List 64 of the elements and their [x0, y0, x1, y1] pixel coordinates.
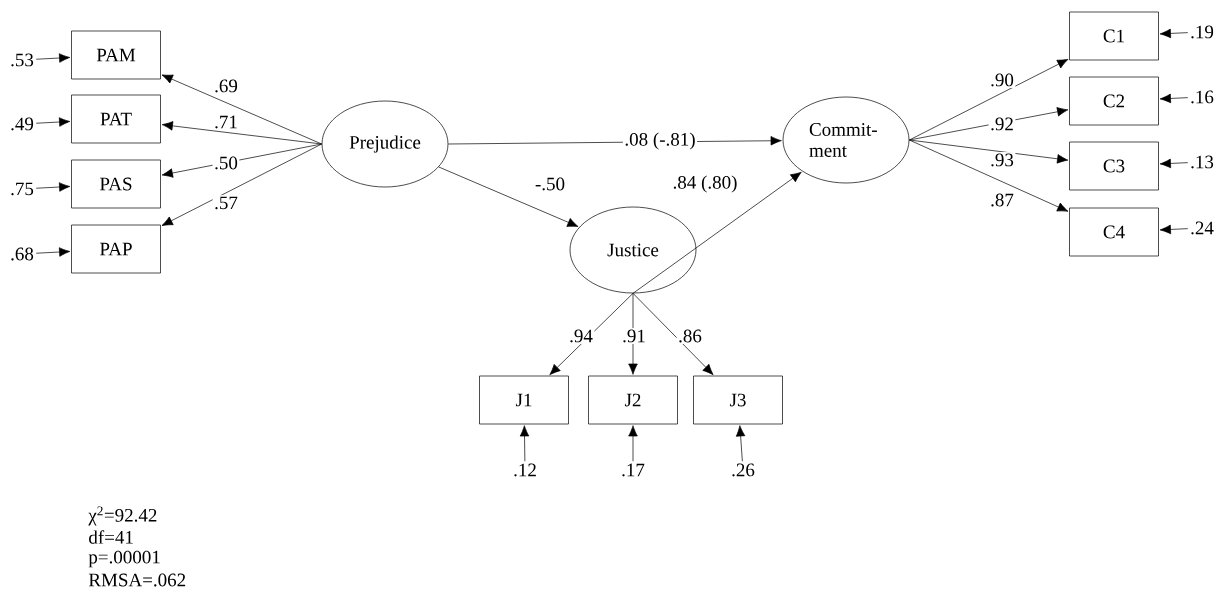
arrow	[632, 293, 714, 376]
edge-label: .87	[988, 192, 1016, 208]
arrow	[909, 107, 1069, 141]
edge-label: .69	[212, 78, 240, 94]
fit-statistic: p=.00001	[88, 550, 160, 568]
arrow	[1159, 158, 1189, 169]
arrow	[35, 247, 71, 257]
indicator-box: C2	[1069, 76, 1159, 126]
arrow	[628, 293, 638, 375]
arrow	[1159, 224, 1189, 235]
indicator-box: J3	[693, 375, 783, 425]
indicator-box: J1	[479, 375, 569, 425]
indicator-box: PAT	[71, 94, 161, 144]
edge-label: .50	[212, 155, 240, 171]
arrow	[909, 139, 1069, 212]
error-value: .16	[1191, 90, 1214, 104]
indicator-box: C4	[1069, 207, 1159, 257]
error-value: .49	[11, 117, 34, 131]
edge-label: .86	[676, 328, 704, 344]
error-value: .19	[1191, 25, 1214, 39]
edge-label: .93	[988, 152, 1016, 168]
arrow	[35, 53, 71, 63]
edge-label: .08 (-.81)	[622, 130, 698, 152]
indicator-box: PAP	[71, 224, 161, 274]
arrow	[1159, 93, 1189, 104]
edge-label: .90	[988, 72, 1016, 88]
error-value: .26	[732, 463, 755, 477]
fit-statistic: χ$^{2}$=92.42	[88, 506, 157, 526]
arrow	[35, 117, 71, 127]
arrow	[438, 166, 579, 227]
edge-label: .91	[620, 328, 648, 344]
edge-label: .57	[212, 195, 240, 211]
indicator-box: C3	[1069, 141, 1159, 191]
indicator-box: J2	[588, 375, 678, 425]
error-value: .75	[11, 182, 34, 196]
edge-label: .71	[212, 114, 240, 130]
error-value: .53	[11, 53, 34, 67]
error-value: .68	[11, 247, 34, 261]
edge-label: .94	[567, 328, 595, 344]
indicator-box: PAS	[71, 159, 161, 209]
error-value: .12	[514, 463, 536, 477]
arrow	[909, 139, 1069, 164]
error-value: .24	[1191, 221, 1214, 235]
arrow	[161, 143, 322, 226]
arrow	[735, 425, 746, 462]
indicator-box: C1	[1069, 11, 1159, 61]
edge-label: -.50	[533, 176, 567, 192]
edge-label: .92	[988, 116, 1016, 132]
arrow	[161, 121, 322, 145]
arrow	[1159, 28, 1189, 39]
arrow	[909, 59, 1069, 141]
fit-statistic: RMSA=.062	[88, 573, 186, 587]
error-value: .17	[622, 463, 645, 477]
edge-label: .84 (.80)	[671, 173, 739, 195]
fit-statistic: df=41	[89, 530, 133, 544]
arrow	[632, 171, 802, 294]
error-value: .13	[1191, 155, 1214, 169]
arrow	[35, 182, 71, 192]
arrow	[549, 293, 634, 376]
arrow	[161, 143, 322, 178]
arrow	[628, 425, 638, 462]
arrow	[161, 74, 322, 145]
arrow	[519, 425, 530, 462]
indicator-box: PAM	[71, 30, 161, 80]
